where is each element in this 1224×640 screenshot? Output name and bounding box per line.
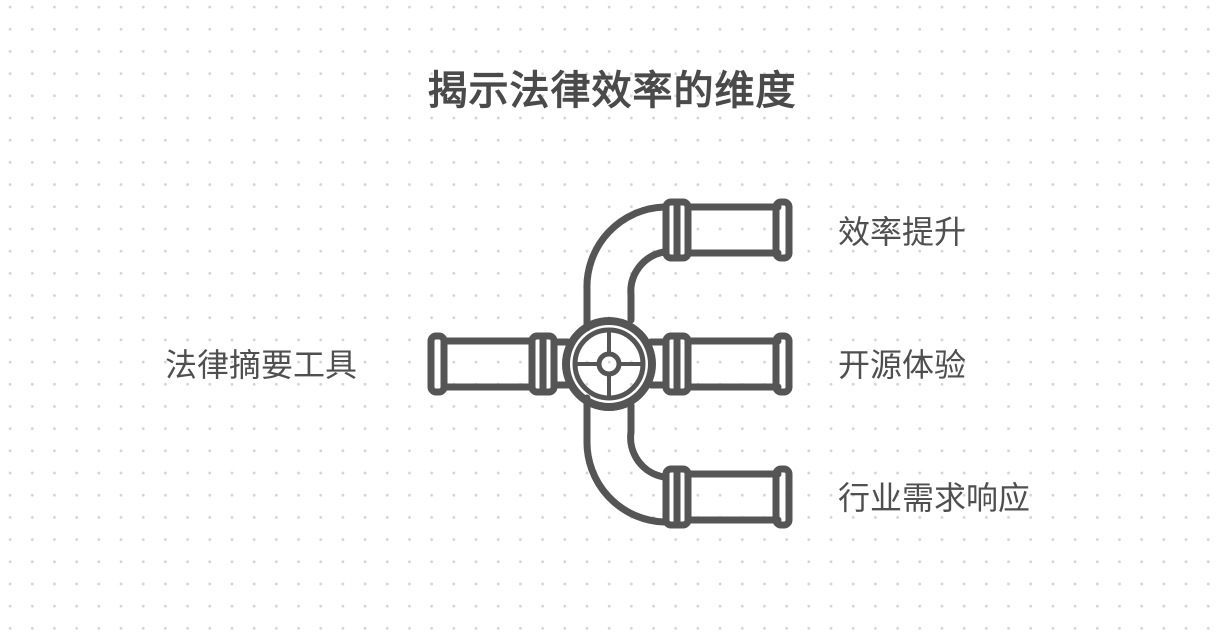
pipe-bottom-right bbox=[662, 465, 793, 529]
upper-elbow-pipe bbox=[583, 203, 668, 332]
pipe-middle-right bbox=[647, 332, 793, 396]
source-label: 法律摘要工具 bbox=[165, 346, 358, 384]
branch-label-open-source: 开源体验 bbox=[838, 346, 967, 384]
valve-wheel-icon bbox=[562, 317, 656, 411]
branch-label-efficiency: 效率提升 bbox=[838, 213, 967, 251]
branch-label-industry-demand: 行业需求响应 bbox=[838, 479, 1031, 517]
page-title: 揭示法律效率的维度 bbox=[427, 67, 797, 114]
pipe-top-right bbox=[662, 198, 793, 262]
pipe-left-source bbox=[427, 332, 572, 396]
lower-elbow-pipe bbox=[583, 394, 668, 526]
